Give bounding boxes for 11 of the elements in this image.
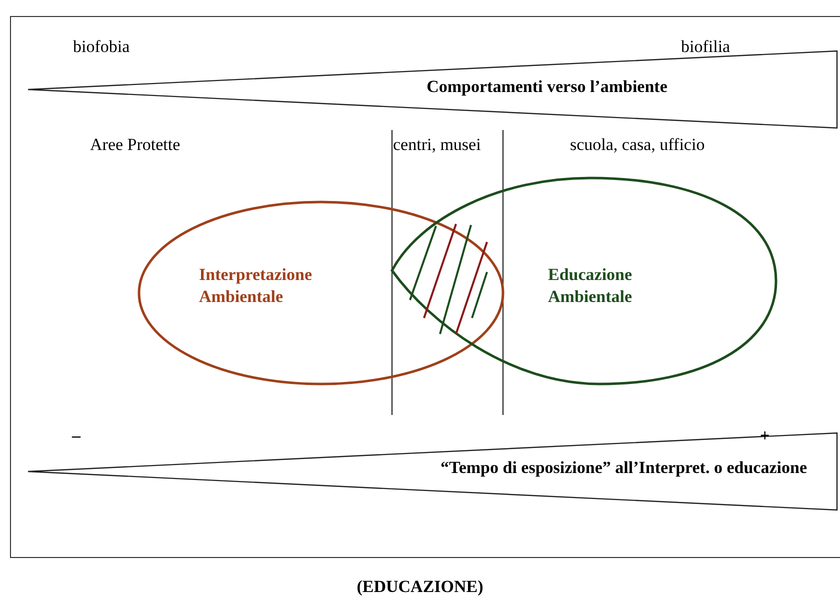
label-text: biofilia — [681, 37, 730, 56]
node-text: Comportamenti verso l’ambiente — [426, 77, 668, 96]
caption: (EDUCAZIONE) — [356, 577, 484, 596]
label-text: centri, musei — [393, 135, 481, 154]
node-text: Interpretazione Ambientale — [199, 265, 312, 306]
label-text: biofobia — [73, 37, 130, 56]
node-text: “Tempo di esposizione” all’Interpret. o educazione — [440, 458, 807, 477]
label-text: – — [72, 426, 80, 445]
node-text: Educazione Ambientale — [548, 265, 632, 306]
label-text: Aree Protette — [90, 135, 180, 154]
label-text: scuola, casa, ufficio — [570, 135, 705, 154]
